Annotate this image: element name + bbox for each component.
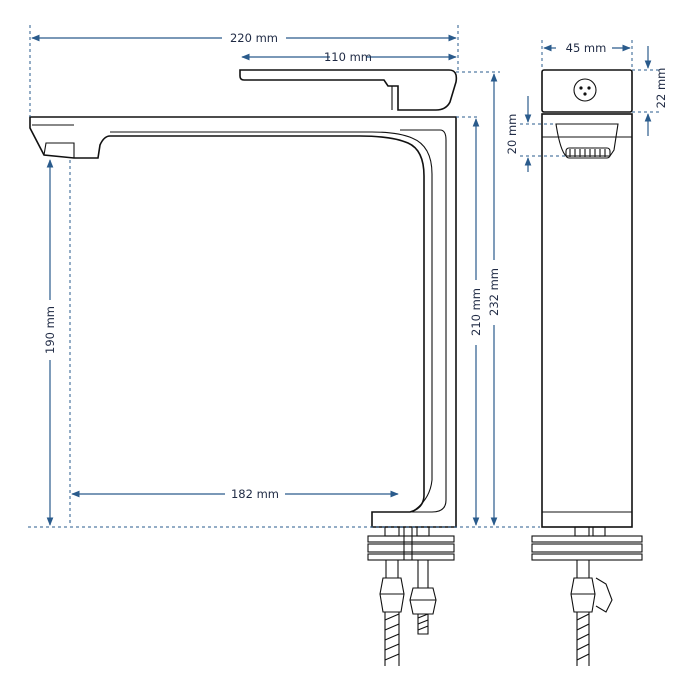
body-inner-line <box>110 129 447 513</box>
label-overall-length: 220 mm <box>230 31 278 45</box>
label-spout-height: 190 mm <box>43 306 57 354</box>
label-aerator-height: 20 mm <box>505 114 519 155</box>
faucet-body <box>29 116 457 528</box>
body-column <box>541 113 633 528</box>
label-body-height: 210 mm <box>469 288 483 336</box>
label-lever-length: 110 mm <box>324 50 372 64</box>
label-reach: 182 mm <box>231 487 279 501</box>
spout-outlet <box>43 142 75 158</box>
label-total-height: 232 mm <box>487 268 501 316</box>
label-top-block-height: 22 mm <box>654 68 668 109</box>
cartridge-circle <box>573 78 597 102</box>
front-mounting-hardware <box>531 526 643 666</box>
side-view <box>29 69 458 666</box>
aerator <box>555 123 619 157</box>
dimension-lines <box>28 25 660 528</box>
top-block <box>541 69 633 113</box>
lever-handle <box>239 69 458 111</box>
label-body-width: 45 mm <box>566 41 607 55</box>
mounting-hardware <box>367 526 455 666</box>
dimension-labels: 220 mm 110 mm 190 mm 182 mm 210 mm 232 m… <box>43 31 668 501</box>
front-view <box>531 69 643 666</box>
